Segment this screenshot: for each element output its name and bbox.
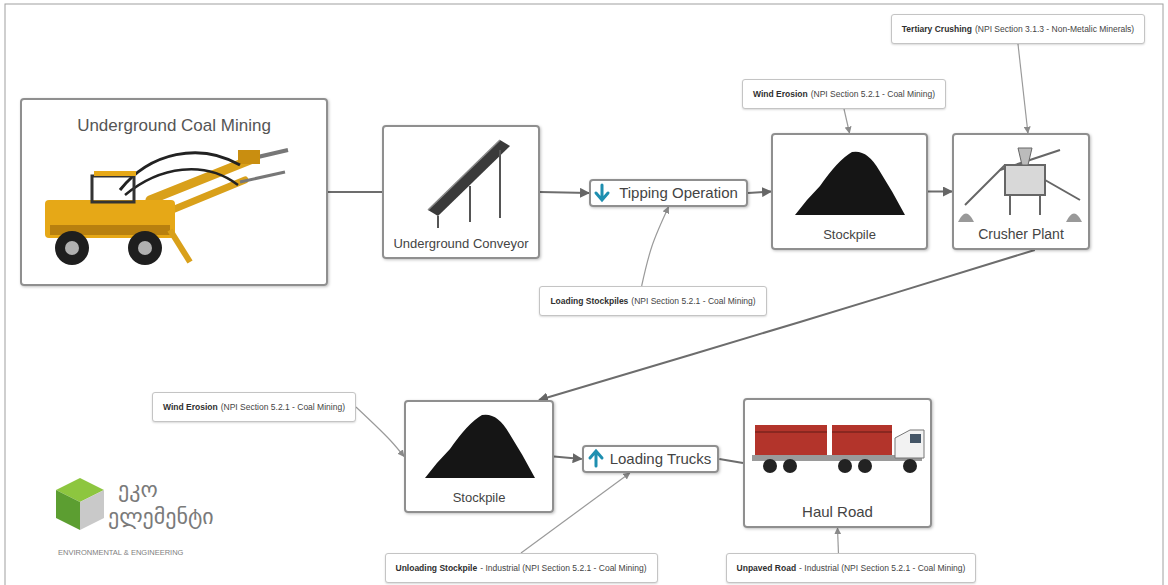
callout-leader xyxy=(642,207,669,286)
node-label: Tipping Operation xyxy=(619,184,738,202)
process-box: Crusher Plant xyxy=(952,133,1090,250)
emission-callout: Loading Stockpiles(NPI Section 5.2.1 - C… xyxy=(539,286,766,316)
mining-machine xyxy=(238,150,260,164)
callout-title: Loading Stockpiles xyxy=(550,295,628,307)
flow-connector xyxy=(540,192,589,193)
mining-machine xyxy=(45,200,175,238)
node-label: Underground Coal Mining xyxy=(77,116,271,136)
conveyor-illustration xyxy=(428,140,510,228)
mining-machine xyxy=(128,231,162,265)
arrow-icon xyxy=(590,185,608,466)
callout-leader xyxy=(1018,44,1028,133)
mining-machine xyxy=(92,176,134,202)
process-box: Underground Conveyor xyxy=(382,125,540,259)
logo-text: ელემენტი xyxy=(108,504,214,529)
process-box: Stockpile xyxy=(771,133,928,250)
page-frame xyxy=(5,4,1163,585)
truck-illustration xyxy=(903,459,917,473)
conveyor-illustration xyxy=(438,150,500,228)
crusher-illustration xyxy=(1010,195,1040,215)
truck-illustration xyxy=(755,425,827,455)
mining-machine xyxy=(65,241,79,255)
process-box: Haul Road xyxy=(743,398,932,528)
logo-subtitle: ENVIRONMENTAL & ENGINEERING xyxy=(58,548,183,557)
crusher-illustration xyxy=(958,214,974,223)
stockpile-illustration xyxy=(425,415,535,478)
flow-connector xyxy=(554,457,582,460)
node-label: Underground Conveyor xyxy=(393,236,528,252)
stockpile-illustration xyxy=(795,152,905,215)
callout-leader xyxy=(521,473,630,553)
arrow-icon xyxy=(590,451,602,466)
truck-illustration xyxy=(783,459,797,473)
callout-text: (NPI Section 5.2.1 - Coal Mining) xyxy=(221,401,345,413)
truck-illustration xyxy=(895,430,924,458)
crusher-illustration xyxy=(1018,148,1032,165)
truck-illustration xyxy=(858,459,872,473)
truck-illustration xyxy=(755,431,892,433)
crusher-illustration xyxy=(1066,214,1082,223)
mining-machine xyxy=(55,231,89,265)
node-label: Crusher Plant xyxy=(978,226,1064,243)
process-box: Stockpile xyxy=(404,400,554,513)
crusher-illustration xyxy=(1045,180,1080,200)
emission-callout: Wind Erosion(NPI Section 5.2.1 - Coal Mi… xyxy=(742,79,946,109)
step-box: Tipping Operation xyxy=(589,179,748,207)
logo-cube xyxy=(80,490,104,530)
node-label: Stockpile xyxy=(823,227,876,243)
callout-title: Wind Erosion xyxy=(163,401,218,413)
callout-title: Unpaved Road xyxy=(737,562,797,574)
mining-machine xyxy=(138,241,152,255)
callout-text: (NPI Section 5.2.1 - Coal Mining) xyxy=(811,88,935,100)
crusher-illustration xyxy=(965,165,1005,205)
flow-connector xyxy=(748,192,771,194)
flow-connector xyxy=(539,250,1035,400)
logo-cube xyxy=(56,490,80,530)
truck-illustration xyxy=(910,434,921,443)
truck-illustration xyxy=(763,459,777,473)
crusher-illustration xyxy=(958,148,1082,222)
callout-title: Unloading Stockpile xyxy=(396,562,478,574)
stockpile-illustration xyxy=(425,152,905,478)
callout-title: Tertiary Crushing xyxy=(902,23,972,35)
emission-callout: Tertiary Crushing(NPI Section 3.1.3 - No… xyxy=(891,14,1145,44)
emission-callout: Unloading Stockpile- Industrial (NPI Sec… xyxy=(385,553,658,583)
node-label: Stockpile xyxy=(453,490,506,506)
mining-machine xyxy=(45,150,288,265)
logo-text: ეკო xyxy=(118,477,158,502)
callout-leader xyxy=(837,528,839,553)
callout-text: - Industrial (NPI Section 5.2.1 - Coal M… xyxy=(799,562,965,574)
truck-illustration xyxy=(832,425,892,455)
arrow-icon xyxy=(596,185,608,200)
truck-illustration xyxy=(752,425,924,473)
node-label: Haul Road xyxy=(802,503,873,521)
emission-callout: Wind Erosion(NPI Section 5.2.1 - Coal Mi… xyxy=(152,392,356,422)
mining-machine xyxy=(170,230,190,262)
callout-text: - Industrial (NPI Section 5.2.1 - Coal M… xyxy=(480,562,646,574)
flow-connector xyxy=(928,191,952,193)
callout-leader xyxy=(844,109,850,133)
emission-callout: Unpaved Road- Industrial (NPI Section 5.… xyxy=(726,553,977,583)
logo-cube xyxy=(56,478,104,530)
callout-leader xyxy=(356,407,404,457)
node-label: Loading Trucks xyxy=(610,450,712,468)
truck-illustration xyxy=(838,459,852,473)
crusher-illustration xyxy=(1005,165,1045,195)
mining-machine xyxy=(94,171,136,176)
conveyor-illustration xyxy=(428,140,500,210)
mining-machine xyxy=(125,169,238,195)
process-box: Underground Coal Mining xyxy=(20,98,328,286)
callout-text: (NPI Section 5.2.1 - Coal Mining) xyxy=(631,295,755,307)
step-box: Loading Trucks xyxy=(582,445,720,473)
mining-machine xyxy=(240,172,285,182)
callout-title: Wind Erosion xyxy=(753,88,808,100)
callout-text: (NPI Section 3.1.3 - Non-Metalic Mineral… xyxy=(975,23,1134,35)
flow-connector xyxy=(719,459,743,463)
flow-connector xyxy=(328,191,382,193)
